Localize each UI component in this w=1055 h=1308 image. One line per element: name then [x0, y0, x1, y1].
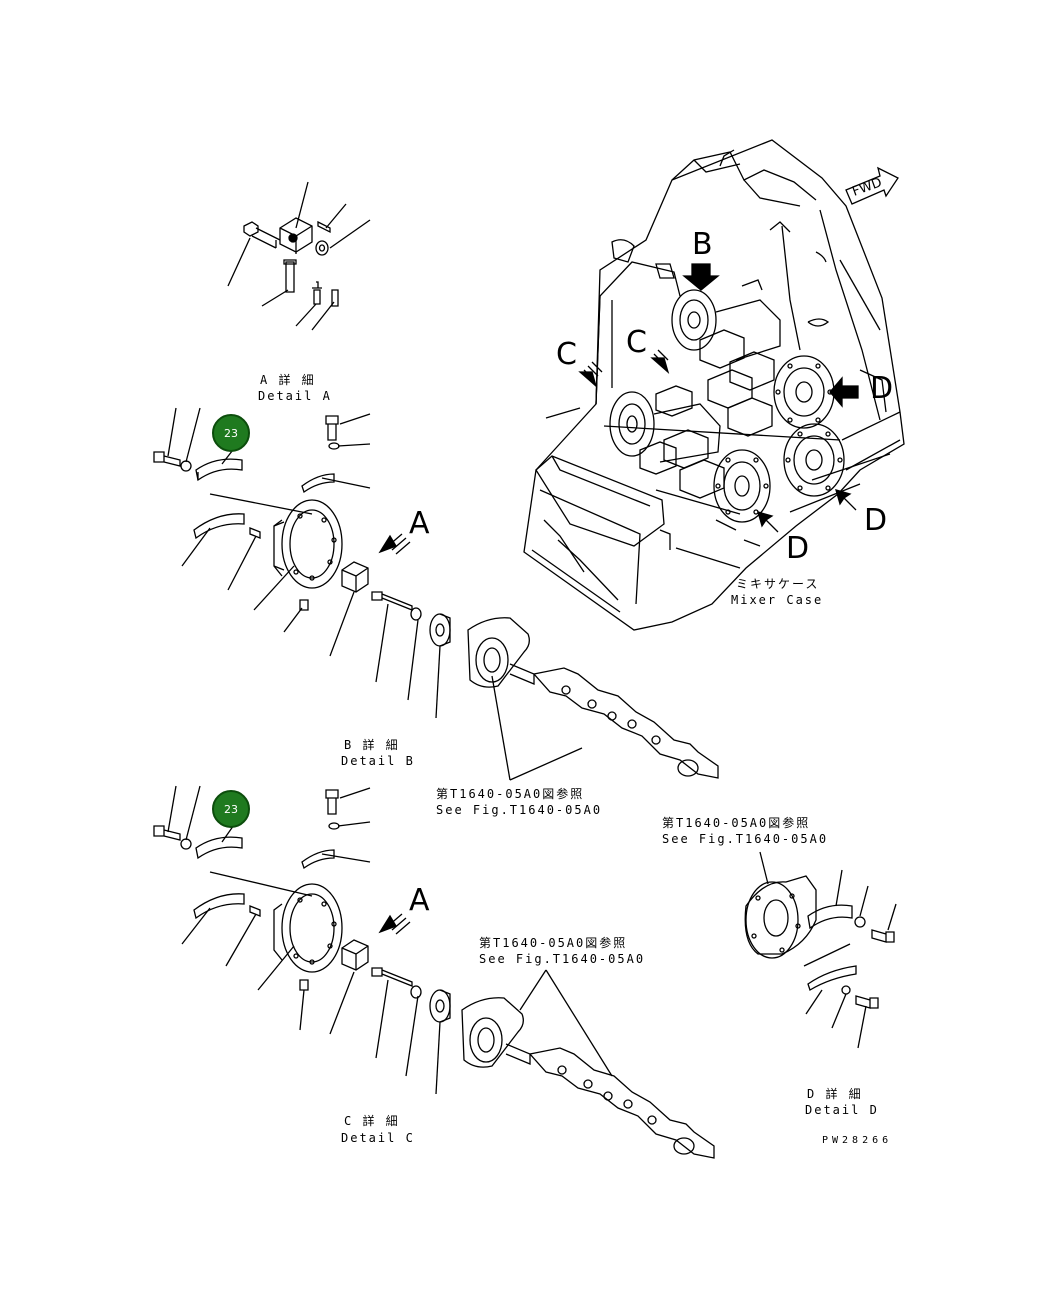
- ref-d-jp-label: 第T1640-05A0図参照: [662, 816, 811, 830]
- drawing-number: PW28266: [822, 1135, 893, 1146]
- view-letter-c-left: C: [556, 337, 577, 372]
- detail-d-assembly: [744, 869, 897, 1049]
- detail-d-en-label: Detail D: [805, 1103, 879, 1117]
- ref-leaders-d: [759, 851, 769, 885]
- mixer-case-en-label: Mixer Case: [731, 593, 824, 607]
- detail-c-jp-label: C 詳 細: [344, 1114, 400, 1128]
- ref-b-jp-label: 第T1640-05A0図参照: [436, 787, 585, 801]
- arrow-d-bottom: [757, 511, 779, 533]
- view-letter-b: B: [692, 227, 713, 262]
- arrow-d-right: [829, 376, 859, 408]
- view-letter-c-mid: C: [626, 325, 647, 360]
- detail-b-assembly: [153, 407, 719, 779]
- ref-b-en-label: See Fig.T1640-05A0: [436, 803, 603, 817]
- detail-a-jp-label: A 詳 細: [260, 373, 316, 387]
- detail-b-jp-label: B 詳 細: [344, 738, 400, 752]
- ref-c-en-label: See Fig.T1640-05A0: [479, 952, 646, 966]
- view-letter-d-right: D: [870, 371, 894, 406]
- mixer-case-jp-label: ミキサケース: [736, 577, 820, 591]
- fwd-arrow: [845, 166, 899, 205]
- detail-b-en-label: Detail B: [341, 754, 415, 768]
- arrow-a-upper: [378, 533, 411, 555]
- detail-c-assembly: [153, 785, 715, 1159]
- mixer-case-body: [523, 139, 905, 631]
- detail-a-assembly: [227, 181, 371, 331]
- ref-d-en-label: See Fig.T1640-05A0: [662, 832, 829, 846]
- detail-d-jp-label: D 詳 細: [807, 1087, 863, 1101]
- arrow-c-mid: [650, 349, 670, 374]
- view-letter-d-bottom: D: [786, 531, 810, 566]
- callout-23-detail-b[interactable]: 23: [212, 414, 250, 452]
- view-letter-a-lower: A: [409, 883, 430, 918]
- ref-leaders-c: [519, 969, 613, 1077]
- view-letter-a-upper: A: [409, 506, 430, 541]
- arrow-a-lower: [378, 913, 411, 935]
- detail-a-en-label: Detail A: [258, 389, 332, 403]
- view-letter-d-lower: D: [864, 503, 888, 538]
- callout-23-detail-c[interactable]: 23: [212, 790, 250, 828]
- ref-c-jp-label: 第T1640-05A0図参照: [479, 936, 628, 950]
- arrow-b-main: [682, 263, 720, 291]
- detail-c-en-label: Detail C: [341, 1131, 415, 1145]
- ref-leaders-b: [491, 675, 583, 781]
- arrow-d-lower-right: [835, 489, 857, 511]
- arrow-c-left: [578, 361, 603, 388]
